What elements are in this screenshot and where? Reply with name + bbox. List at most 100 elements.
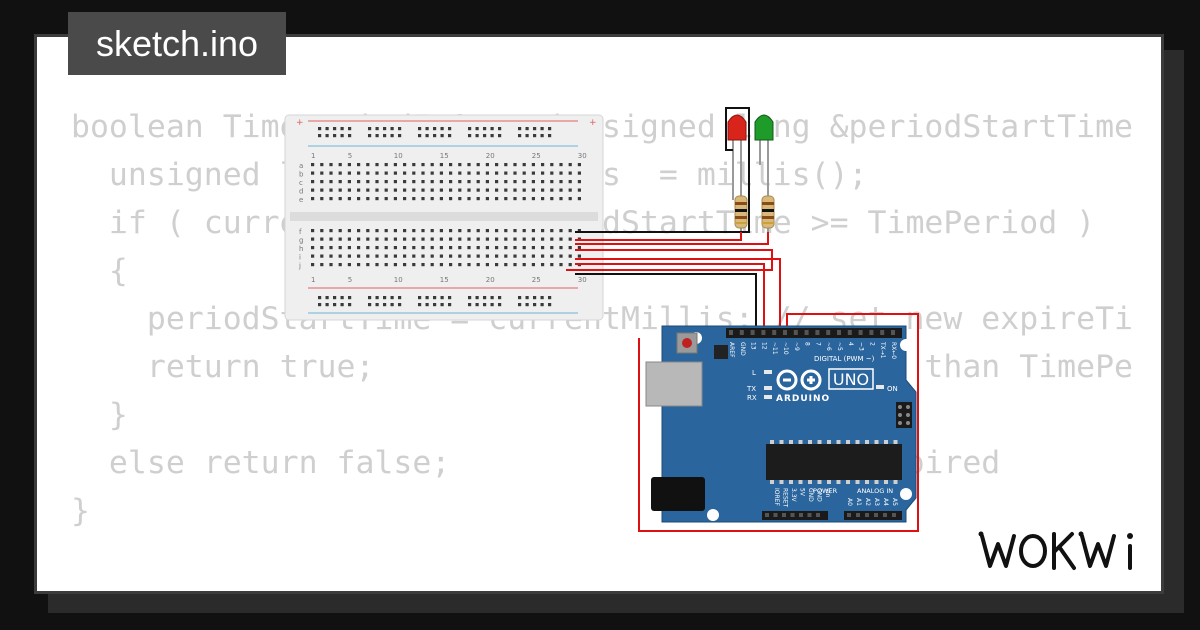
digital-header	[726, 328, 902, 338]
power-pin-label: 3.3V	[790, 488, 797, 503]
file-tab-label: sketch.ino	[95, 22, 259, 64]
breadboard-column-label: 30	[578, 276, 587, 284]
breadboard-row-label: b	[299, 171, 304, 179]
digital-pin-label: ~5	[836, 342, 843, 351]
breadboard-row-label: h	[299, 245, 303, 253]
breadboard-column-label: 1	[311, 276, 315, 284]
mount-hole	[900, 488, 912, 500]
breadboard-row-label: i	[299, 254, 301, 262]
breadboard-row-label: f	[299, 228, 302, 236]
wire-red-frame	[638, 313, 919, 532]
wires	[566, 107, 919, 532]
power-header	[762, 511, 828, 520]
code-line: unsigned long MyTestTimer = 0; // variab…	[71, 589, 1161, 591]
digital-pin-label: AREF	[728, 342, 735, 358]
breadboard-row-label: j	[298, 262, 301, 270]
digital-pin-label: ~6	[825, 342, 832, 351]
code-line: }	[71, 397, 128, 433]
mount-hole	[900, 339, 912, 351]
breadboard-row-label: d	[299, 188, 303, 196]
analog-pin-label: A0	[846, 498, 853, 506]
led-green[interactable]	[754, 114, 774, 200]
rail-plus-label: +	[296, 118, 304, 128]
resistor-2[interactable]	[761, 165, 775, 235]
power-jack	[651, 477, 705, 511]
digital-pin-label: 2	[868, 342, 875, 346]
microcontroller-chip	[766, 440, 902, 484]
analog-pin-label: A5	[891, 498, 898, 506]
analog-header	[844, 511, 902, 520]
digital-header-label: DIGITAL (PWM ~)	[814, 355, 875, 363]
wire-black-gnd	[575, 273, 757, 338]
file-tab[interactable]: sketch.ino	[68, 12, 286, 75]
wokwi-logo	[978, 531, 1133, 570]
digital-pin-label: GND	[739, 342, 746, 356]
wire-black-led	[575, 107, 750, 233]
breadboard-row-label: e	[299, 196, 303, 204]
breadboard-column-label: 1	[311, 152, 315, 160]
board-brand: ARDUINO	[776, 394, 830, 404]
breadboard-column-label: 10	[394, 276, 403, 284]
arduino-logo-icon	[776, 369, 822, 391]
breadboard-column-label: 25	[532, 152, 541, 160]
reset-button[interactable]	[676, 332, 698, 354]
breadboard-column-label: 15	[440, 152, 449, 160]
digital-pin-label: 7	[814, 342, 821, 346]
analog-header-label: ANALOG IN	[857, 487, 893, 495]
digital-pin-label: 12	[760, 342, 767, 350]
digital-pin-label: RX←0	[890, 342, 897, 359]
breadboard-column-label: 20	[486, 152, 495, 160]
breadboard-row-label: g	[299, 237, 303, 245]
digital-pin-label: ~11	[771, 342, 778, 355]
rail-plus-label-right: +	[589, 118, 597, 128]
power-pin-label: GND	[816, 488, 823, 502]
analog-pin-label: A2	[864, 498, 871, 506]
mount-hole	[707, 509, 719, 521]
breadboard-holes	[311, 127, 581, 307]
power-pin-label: IOREF	[773, 488, 780, 506]
usb-port	[645, 361, 703, 407]
digital-pin-label: ~10	[782, 342, 789, 355]
icsp-header	[896, 402, 912, 428]
breadboard-row-label: a	[299, 162, 303, 170]
led-red[interactable]	[727, 114, 747, 200]
breadboard-column-label: 30	[578, 152, 587, 160]
wire-red-res1	[575, 232, 742, 241]
wire-red-3	[575, 263, 765, 338]
led-rx-label: RX	[747, 394, 757, 402]
digital-pin-label: ~9	[793, 342, 800, 351]
digital-pin-label: 4	[847, 342, 854, 346]
digital-pin-label: TX→1	[879, 341, 886, 359]
breadboard-column-label: 10	[394, 152, 403, 160]
power-pin-label: 5V	[799, 488, 806, 497]
wire-red-res2	[575, 232, 769, 245]
breadboard-row-label: c	[299, 179, 303, 187]
analog-pin-label: A1	[855, 498, 862, 506]
breadboard-column-label: 5	[348, 152, 352, 160]
code-line: {	[71, 253, 128, 289]
power-header-label: POWER	[813, 487, 838, 495]
breadboard-column-label: 20	[486, 276, 495, 284]
breadboard-column-label: 25	[532, 276, 541, 284]
code-line: }	[71, 493, 90, 529]
analog-pin-label: A4	[882, 498, 889, 506]
power-pin-label: RESET	[782, 488, 789, 508]
power-pin-label: GND	[807, 488, 814, 502]
digital-pin-label: ~3	[858, 342, 865, 351]
led-tx-label: TX	[746, 385, 756, 393]
wire-red-2	[575, 258, 781, 330]
board-model: UNO	[833, 370, 869, 389]
analog-pin-label: A3	[873, 498, 880, 506]
led-on-label: ON	[887, 385, 898, 393]
breadboard-column-label: 5	[348, 276, 352, 284]
resistor-1[interactable]	[734, 165, 748, 235]
digital-pin-label: 8	[804, 342, 811, 346]
digital-pin-label: 13	[750, 342, 757, 350]
power-pin-label: Vin	[824, 488, 831, 498]
